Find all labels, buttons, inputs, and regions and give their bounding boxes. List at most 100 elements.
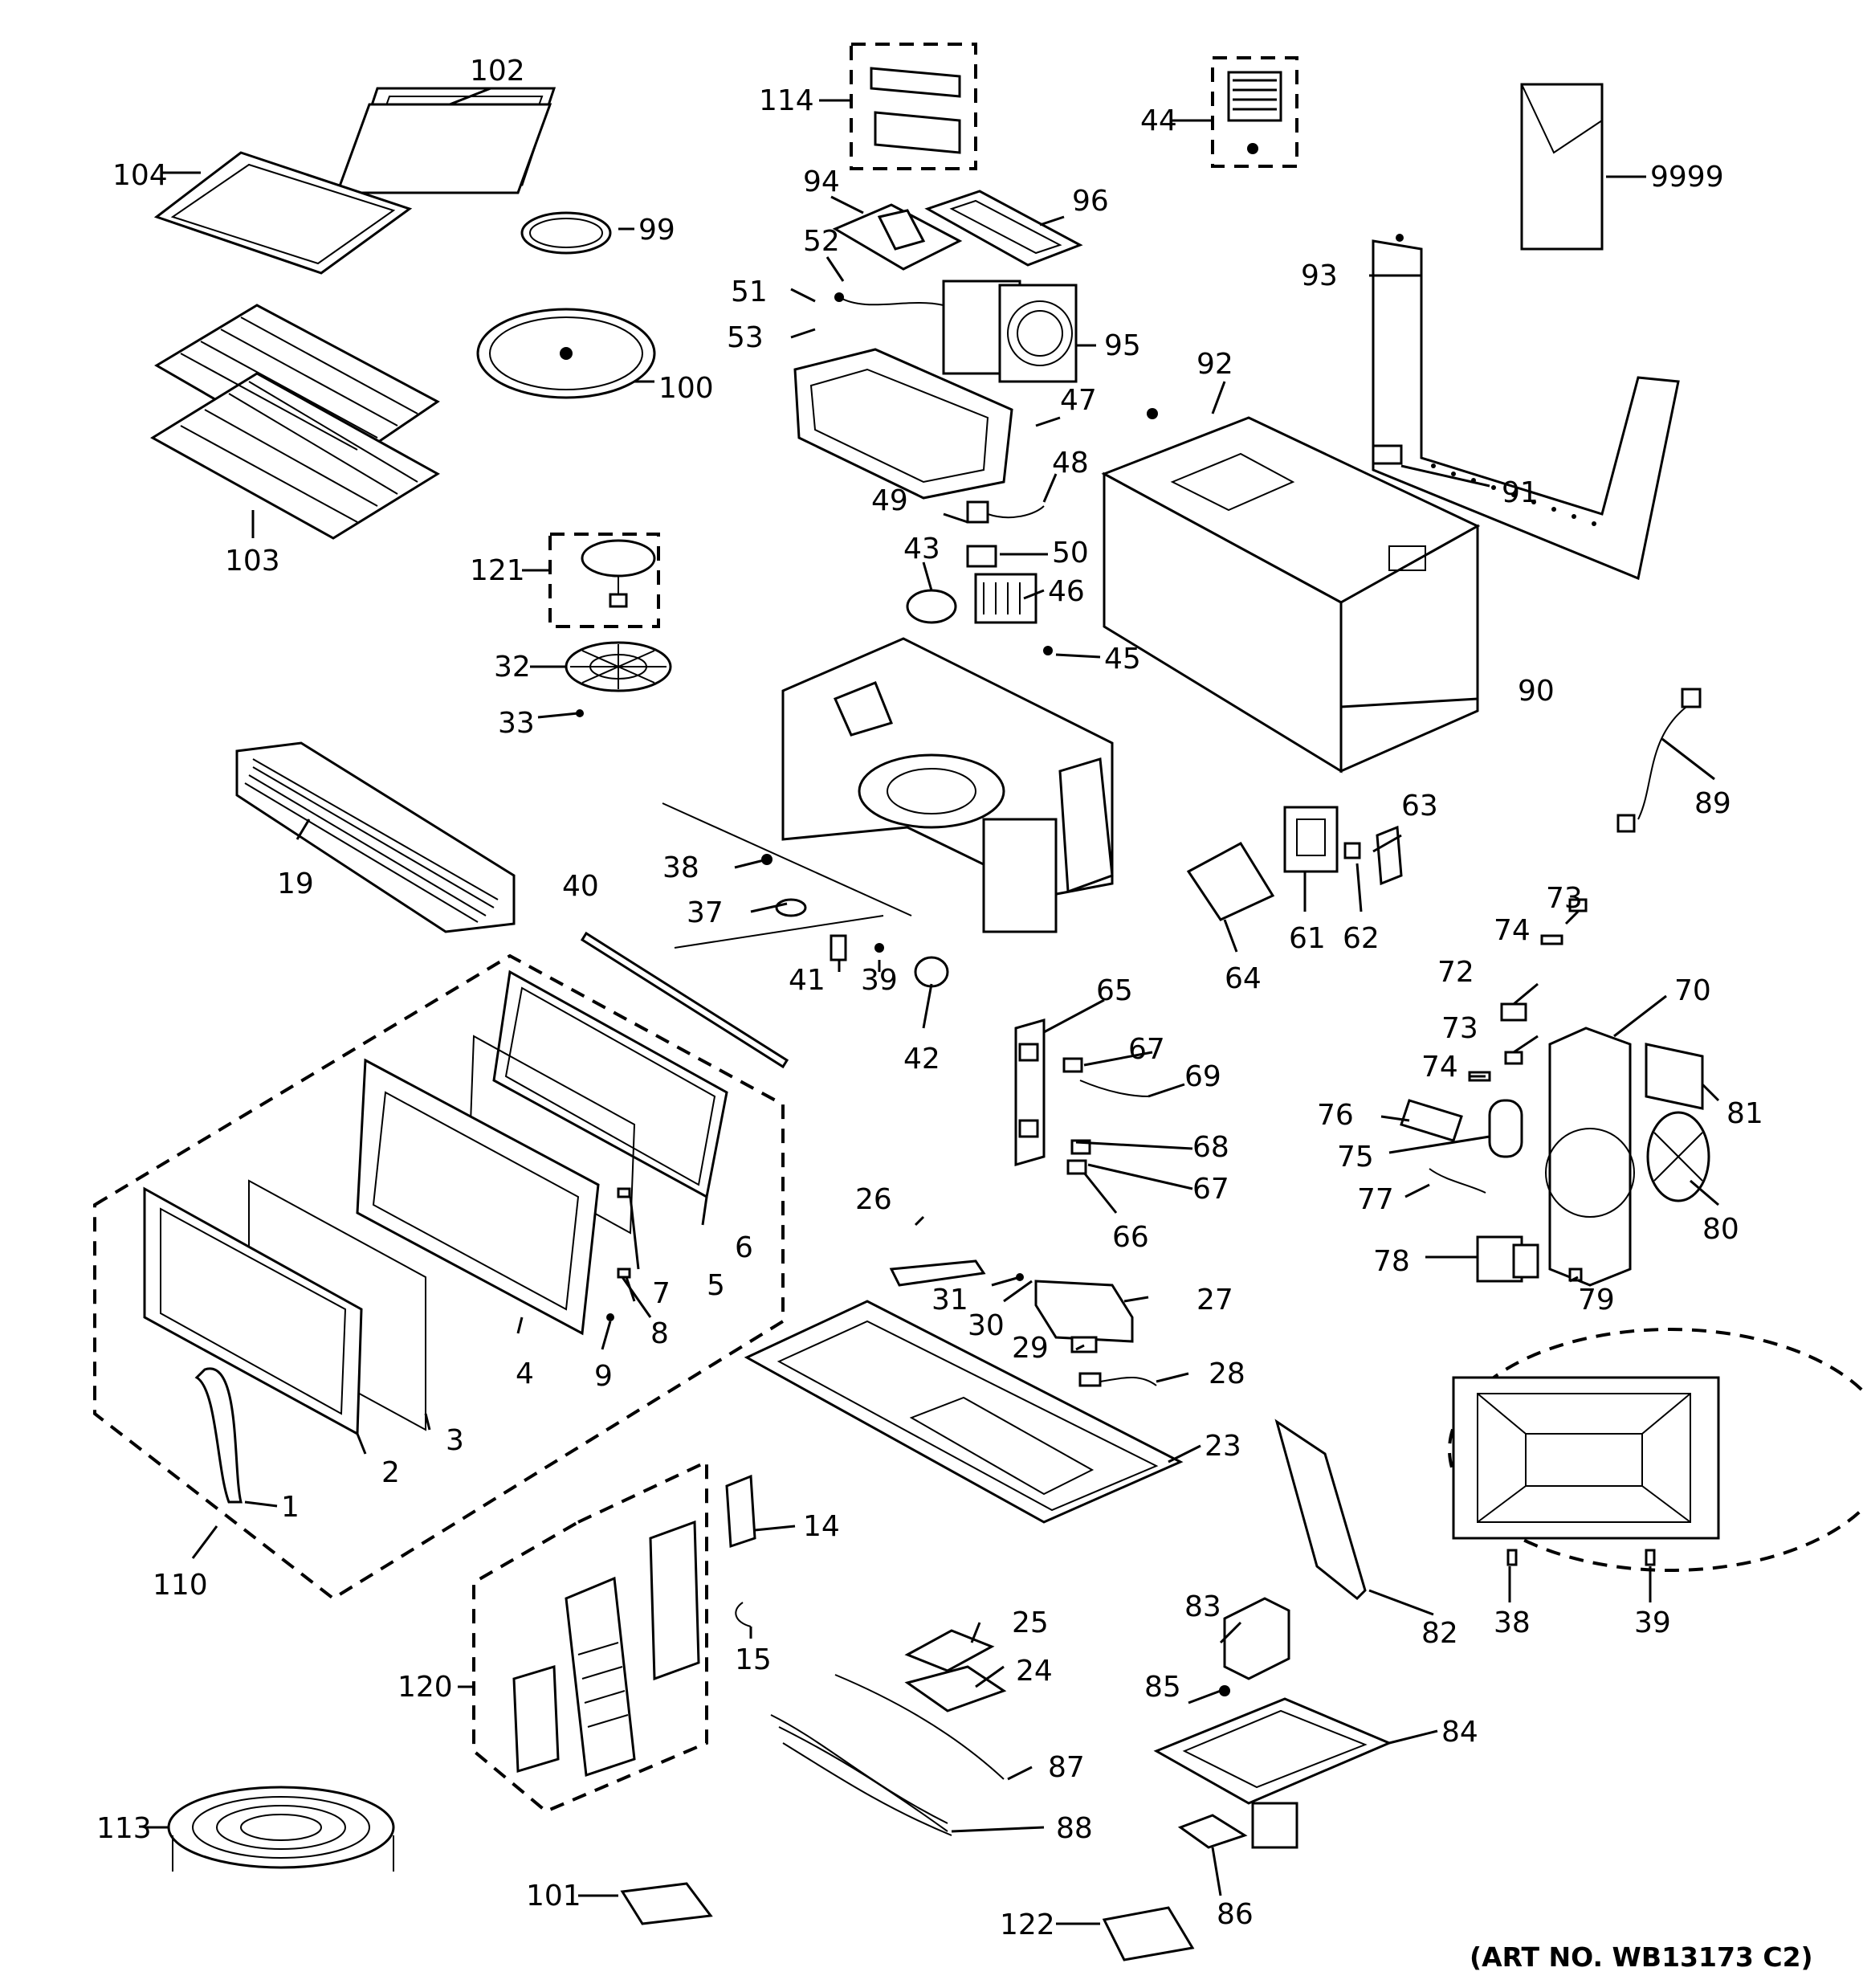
shroud-81	[1645, 1043, 1704, 1110]
callout-1: 1	[281, 1491, 300, 1524]
callout-101: 101	[526, 1880, 581, 1912]
callout-47: 47	[1060, 384, 1097, 417]
door-kit-110-box	[93, 953, 785, 1601]
switches-66-69	[1062, 1057, 1149, 1175]
kit-121-box	[548, 533, 660, 628]
roller-ring-99	[520, 211, 612, 255]
callout-6: 6	[735, 1231, 753, 1264]
callout-77: 77	[1357, 1183, 1394, 1216]
callout-75: 75	[1337, 1141, 1374, 1174]
instruction-sheet-9999	[1520, 83, 1604, 251]
kit-44-box	[1211, 56, 1298, 168]
callout-39b: 39	[1634, 1606, 1671, 1639]
callout-14: 14	[803, 1510, 840, 1543]
callout-33: 33	[498, 707, 535, 740]
callout-88: 88	[1056, 1812, 1093, 1845]
door-panel-5	[468, 1035, 636, 1235]
callout-121: 121	[470, 554, 525, 587]
callout-92: 92	[1196, 348, 1233, 381]
callout-32: 32	[494, 651, 531, 684]
callout-89: 89	[1694, 787, 1731, 820]
callout-7: 7	[652, 1277, 671, 1310]
motor-78	[1476, 1235, 1539, 1283]
bracket-91	[1372, 444, 1403, 465]
fuse-holder-27	[1034, 1280, 1134, 1343]
callout-120: 120	[397, 1671, 453, 1704]
bracket-86	[1177, 1814, 1248, 1849]
relay-72	[1500, 1002, 1527, 1022]
callout-122: 122	[1000, 1908, 1055, 1941]
callout-25: 25	[1012, 1606, 1049, 1639]
thermal-cutout-62-63	[1343, 825, 1403, 886]
inset-detail	[1448, 1328, 1863, 1572]
door-frame-2	[143, 1186, 363, 1436]
light-cover-40	[580, 931, 789, 1069]
callout-83: 83	[1184, 1590, 1221, 1623]
callout-73b: 73	[1441, 1012, 1478, 1045]
vent-grille-19	[235, 741, 516, 933]
callout-38b: 38	[1494, 1606, 1531, 1639]
callout-90: 90	[1518, 675, 1555, 708]
callout-40: 40	[562, 870, 599, 903]
rack-113	[167, 1786, 395, 1872]
callout-104: 104	[112, 159, 168, 192]
callout-41: 41	[789, 964, 826, 997]
waveguide-64	[1186, 842, 1275, 921]
callout-44: 44	[1140, 104, 1177, 137]
control-panel-70	[1545, 1027, 1635, 1287]
filter-102	[335, 87, 556, 194]
switch-49-48	[966, 500, 1045, 524]
latch-board-65	[1014, 1018, 1046, 1166]
callout-95: 95	[1104, 329, 1141, 362]
callout-38: 38	[662, 851, 699, 884]
callout-52: 52	[803, 225, 840, 258]
motor-43	[906, 589, 957, 624]
callout-64: 64	[1225, 962, 1262, 995]
stirrer-32	[565, 641, 672, 692]
shield-82	[1274, 1419, 1367, 1601]
callout-23: 23	[1205, 1430, 1241, 1463]
bracket-76	[1400, 1099, 1463, 1142]
callout-43: 43	[903, 533, 940, 565]
bag-122	[1102, 1906, 1195, 1961]
outer-case-90	[1101, 416, 1481, 774]
callout-9999: 9999	[1650, 161, 1724, 194]
callout-70: 70	[1674, 974, 1711, 1007]
callout-67: 67	[1128, 1033, 1165, 1066]
callout-99: 99	[638, 214, 675, 247]
callout-61: 61	[1289, 922, 1326, 955]
callout-69: 69	[1184, 1060, 1221, 1093]
callout-100: 100	[658, 372, 714, 405]
callout-82: 82	[1421, 1617, 1458, 1650]
power-cord-89	[1616, 688, 1702, 833]
callout-24: 24	[1016, 1655, 1053, 1688]
callout-78: 78	[1373, 1245, 1410, 1278]
harness-87-88	[770, 1674, 1005, 1836]
door-inner-4	[356, 1058, 600, 1336]
callout-3: 3	[446, 1424, 464, 1457]
filter-104	[153, 151, 413, 275]
callout-85: 85	[1144, 1671, 1181, 1704]
callout-96: 96	[1072, 185, 1109, 218]
callout-27: 27	[1196, 1284, 1233, 1316]
callout-37: 37	[687, 896, 724, 929]
callout-46: 46	[1048, 575, 1085, 608]
callout-81: 81	[1726, 1097, 1763, 1130]
callout-9: 9	[594, 1360, 613, 1393]
damper-94	[832, 203, 963, 271]
callout-labels: 102 104 99 100 103 114 44 9999 94 96 52 …	[96, 55, 1763, 1941]
bag-101	[620, 1882, 713, 1925]
callout-45: 45	[1104, 643, 1141, 676]
fuses-73-74	[1468, 898, 1588, 1082]
callout-4: 4	[516, 1357, 534, 1390]
bracket-96	[924, 190, 1083, 267]
thermistor-77-79	[1429, 1168, 1583, 1282]
turntable-tray-100	[476, 308, 656, 399]
bracket-26	[889, 1259, 986, 1287]
callout-67b: 67	[1192, 1173, 1229, 1206]
callout-84: 84	[1441, 1716, 1478, 1749]
mounting-plate-93	[1372, 239, 1680, 581]
callout-42: 42	[903, 1043, 940, 1076]
callout-8: 8	[650, 1317, 669, 1350]
door-handle-1	[194, 1367, 243, 1504]
